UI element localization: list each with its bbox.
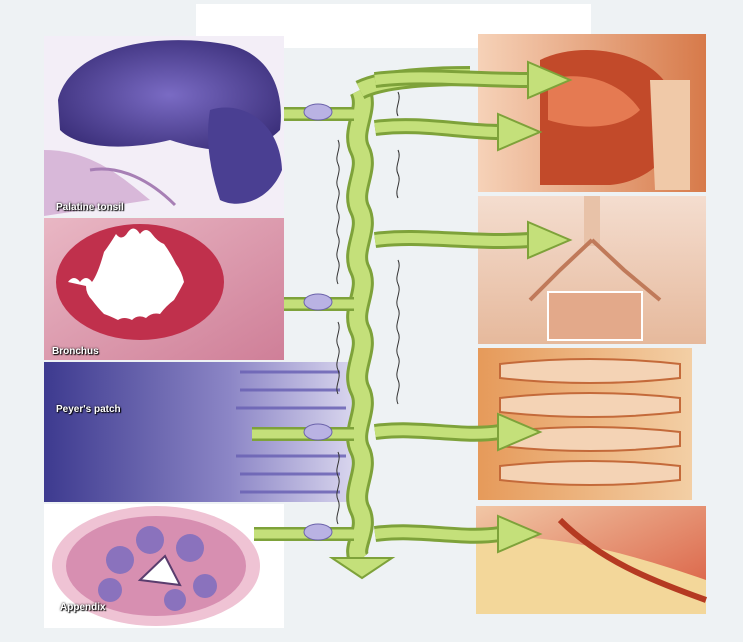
connector-tonsil xyxy=(284,104,354,120)
lymph-node-icon xyxy=(304,424,332,440)
central-circulation-trunk xyxy=(332,76,470,578)
arrow-to-lung xyxy=(375,222,570,258)
head-anatomy-panel xyxy=(478,34,706,192)
label-appendix: Appendix xyxy=(60,602,106,613)
lymph-node-icon xyxy=(304,104,332,120)
label-peyers-patch: Peyer's patch xyxy=(56,404,121,415)
arrow-to-nasopharynx xyxy=(375,62,570,98)
palatine-tonsil-panel xyxy=(44,36,284,216)
lymph-node-icon xyxy=(304,524,332,540)
lung-anatomy-panel xyxy=(478,196,706,344)
lymph-node-icon xyxy=(304,294,332,310)
downward-arrowhead xyxy=(332,558,392,578)
bronchus-panel xyxy=(44,218,284,360)
label-palatine-tonsil: Palatine tonsil xyxy=(56,202,124,213)
label-bronchus: Bronchus xyxy=(52,346,99,357)
connector-bronchus xyxy=(284,294,354,310)
